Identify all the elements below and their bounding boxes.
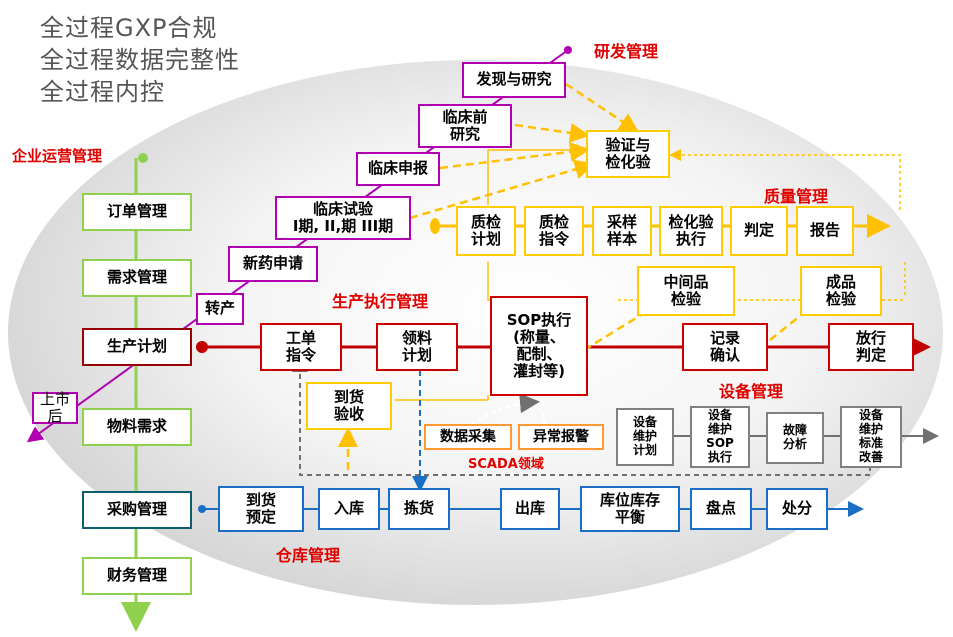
record-confirm-box: 记录 确认 [682, 323, 768, 371]
transfer-box: 转产 [196, 293, 244, 325]
work-order-box: 工单 指令 [260, 323, 342, 371]
stock-balance-box: 库位库存 平衡 [580, 486, 680, 532]
post-market-box: 上市后 [32, 390, 78, 425]
qc-plan-box: 质检 计划 [456, 206, 516, 256]
fault-analysis-box: 故障 分析 [766, 412, 824, 464]
outbound-box: 出库 [500, 488, 560, 530]
material-demand-box: 物料需求 [82, 408, 192, 446]
warehouse-label: 仓库管理 [276, 546, 341, 565]
rd-label: 研发管理 [594, 42, 659, 61]
verification-box: 验证与 检化验 [586, 130, 670, 178]
production-plan-box: 生产计划 [82, 328, 192, 366]
new-drug-box: 新药申请 [228, 246, 318, 282]
maintenance-standard-box: 设备 维护 标准 改善 [840, 406, 902, 468]
maintenance-plan-box: 设备 维护 计划 [616, 408, 674, 466]
scada-label: SCADA领域 [468, 457, 544, 472]
order-management-box: 订单管理 [82, 193, 192, 231]
judgment-box: 判定 [730, 206, 788, 256]
material-plan-box: 领料 计划 [376, 323, 458, 371]
pre-booking-box: 到货 预定 [218, 486, 304, 532]
inbound-box: 入库 [318, 488, 380, 530]
demand-management-box: 需求管理 [82, 259, 192, 297]
finished-inspection-box: 成品 检验 [800, 266, 882, 316]
header-line-3: 全过程内控 [40, 78, 165, 106]
report-box: 报告 [796, 206, 854, 256]
enterprise-label: 企业运营管理 [12, 147, 103, 165]
disposal-box: 处分 [766, 488, 828, 530]
production-label: 生产执行管理 [332, 292, 429, 311]
release-judgment-box: 放行 判定 [828, 323, 914, 371]
data-collection-box: 数据采集 [424, 424, 512, 450]
equipment-loop [292, 356, 871, 476]
preclinical-box: 临床前 研究 [418, 104, 512, 148]
arrival-inspection-box: 到货 验收 [306, 382, 392, 430]
inspection-execution-box: 检化验 执行 [659, 206, 723, 256]
header-line-1: 全过程GXP合规 [40, 14, 218, 42]
clinical-trial-box: 临床试验 I期, II,期 III期 [275, 196, 411, 240]
sop-execution-box: SOP执行 (称量、 配制、 灌封等) [490, 296, 588, 396]
header-line-2: 全过程数据完整性 [40, 46, 240, 74]
finance-management-box: 财务管理 [82, 557, 192, 595]
discovery-box: 发现与研究 [462, 62, 566, 98]
maintenance-sop-box: 设备 维护 SOP 执行 [690, 406, 750, 468]
stocktake-box: 盘点 [690, 488, 752, 530]
alarm-box: 异常报警 [518, 424, 604, 450]
purchase-management-box: 采购管理 [82, 491, 192, 529]
clinical-application-box: 临床申报 [356, 152, 440, 186]
qc-instruction-box: 质检 指令 [524, 206, 584, 256]
sampling-box: 采样 样本 [592, 206, 652, 256]
intermediate-inspection-box: 中间品 检验 [637, 266, 735, 316]
quality-label: 质量管理 [764, 187, 829, 206]
equipment-label: 设备管理 [719, 382, 784, 401]
picking-box: 拣货 [388, 488, 450, 530]
